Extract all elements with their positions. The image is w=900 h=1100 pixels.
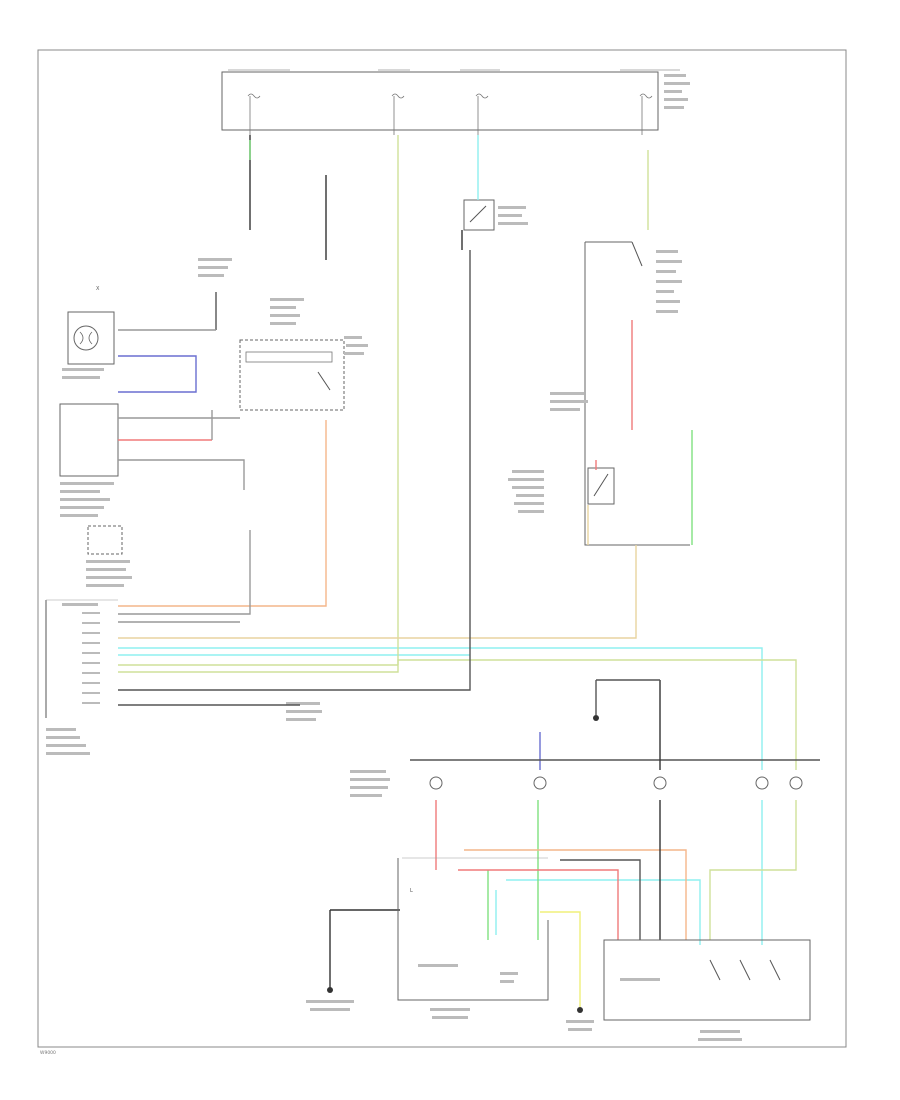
relay-box: [239, 336, 368, 411]
legible-label-1: X: [96, 286, 100, 292]
speed-control-servo: [45, 599, 118, 755]
speed-control-set-switch: [603, 939, 811, 1041]
speed-sensor: [62, 311, 115, 379]
page-border: [37, 49, 847, 1048]
clutch-pedal-switch: [508, 467, 615, 513]
powertrain-control-module: [59, 403, 119, 517]
brake-pressure-switch: [463, 199, 528, 231]
footer-code: W9000: [40, 1050, 56, 1056]
legible-label-2: L: [410, 888, 413, 894]
brake-deactivator-switch: [584, 241, 690, 546]
connector-grounds: [198, 258, 588, 721]
clock-spring: [86, 525, 132, 587]
connector-row: [350, 770, 803, 797]
ground-symbols: [306, 715, 599, 1031]
fuse-box: [221, 69, 690, 135]
wires: [118, 135, 820, 1010]
speed-control-main-switch: [397, 857, 549, 1019]
